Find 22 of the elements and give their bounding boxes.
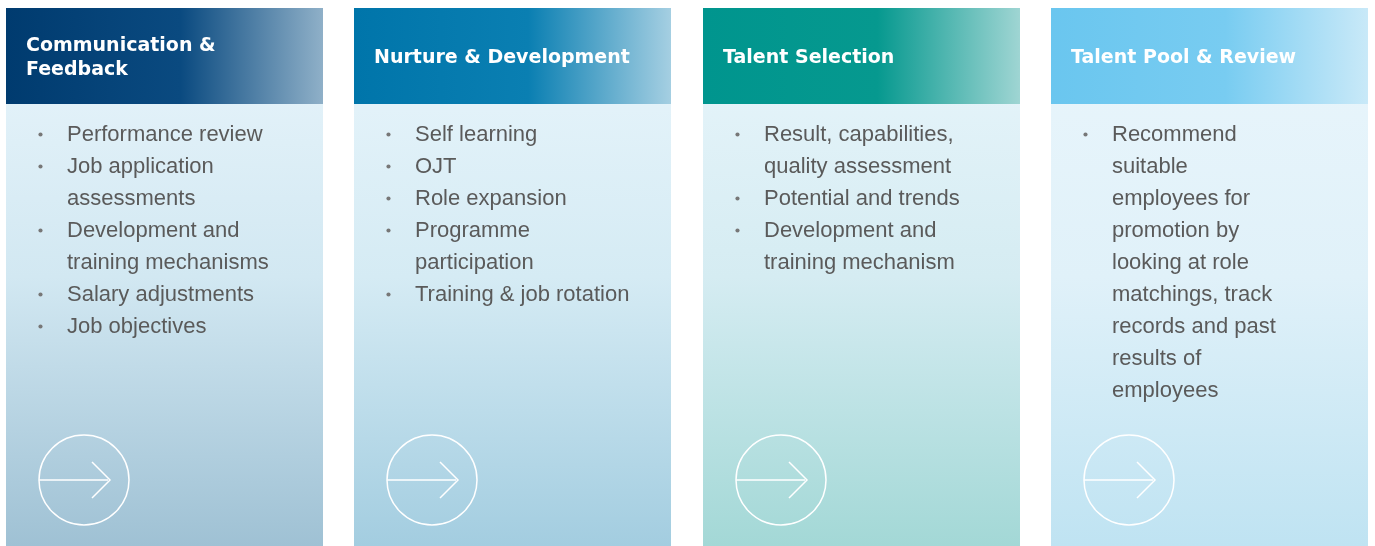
list-item-text: Performance review [67, 120, 264, 148]
list-item-text: Job application assessments [67, 152, 215, 212]
list-item-text: Self learning [415, 120, 539, 148]
list-item-text: OJT [415, 152, 458, 180]
card-heading: Nurture & Development [354, 8, 671, 104]
list-item-text: Development and training mechanism [764, 216, 956, 276]
list-item-text: Role expansion [415, 184, 568, 212]
process-card [703, 8, 1020, 546]
card-heading: Communication & Feedback [6, 8, 323, 104]
process-card [1051, 8, 1368, 546]
list-item-text: Potential and trends [764, 184, 961, 212]
list-item-text: Training & job rotation [415, 280, 631, 308]
list-item-text: Result, capabilities, quality assessment [764, 120, 955, 180]
card-heading: Talent Pool & Review [1051, 8, 1368, 104]
list-item-text: Job objectives [67, 312, 208, 340]
process-card [354, 8, 671, 546]
list-item-text: Recommend suitable employees for promotion by looking at role matchings, track records and past results of employees [1112, 120, 1277, 404]
list-item-text: Programme participation [415, 216, 535, 276]
list-item-text: Development and training mechanisms [67, 216, 270, 276]
list-item-text: Salary adjustments [67, 280, 256, 308]
process-card [6, 8, 323, 546]
card-heading: Talent Selection [703, 8, 1020, 104]
